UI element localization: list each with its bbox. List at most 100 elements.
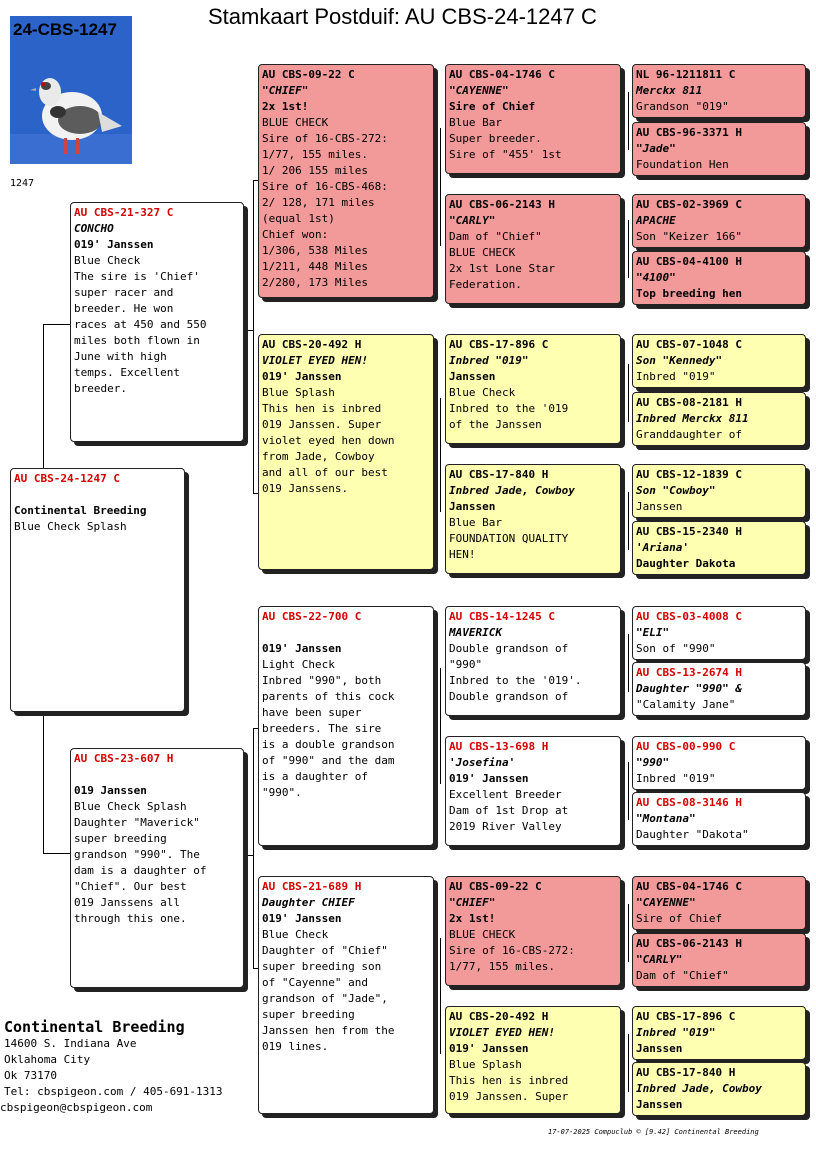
pedigree-card-subject[interactable]: AU CBS-24-1247 C Continental Breeding Bl… (10, 468, 185, 712)
ring-number: AU CBS-17-896 C (449, 338, 549, 351)
pedigree-card-g4-2[interactable]: AU CBS-96-3371 H "Jade" Foundation Hen (632, 122, 806, 176)
card-line: Sire of 16-CBS-272: (262, 132, 388, 145)
pedigree-card-g4-1[interactable]: NL 96-1211811 C Merckx 811 Grandson "019… (632, 64, 806, 118)
pedigree-card-g4-15[interactable]: AU CBS-17-896 C Inbred "019" Janssen (632, 1006, 806, 1060)
card-line: Super breeder. (449, 132, 542, 145)
card-line: Inbred "019" (636, 370, 716, 383)
pedigree-card-g4-9[interactable]: AU CBS-03-4008 C "ELI" Son of "990" (632, 606, 806, 660)
connector-line (628, 762, 629, 820)
pigeon-name: Inbred "019" (636, 1026, 716, 1039)
card-line: Daughter "Dakota" (636, 828, 749, 841)
card-line (14, 487, 181, 503)
card-line: BLUE CHECK (262, 116, 329, 129)
card-line: Janssen (636, 1098, 683, 1111)
card-line: Double grandson of (449, 690, 569, 703)
card-line: super breeding (262, 1008, 355, 1021)
pedigree-card-g4-16[interactable]: AU CBS-17-840 H Inbred Jade, Cowboy Jans… (632, 1062, 806, 1116)
card-line: Grandson "019" (636, 100, 729, 113)
pigeon-name: Son "Cowboy" (636, 484, 716, 497)
pedigree-card-g4-10[interactable]: AU CBS-13-2674 H Daughter "990" & "Calam… (632, 662, 806, 716)
pigeon-name: Inbred Jade, Cowboy (636, 1082, 762, 1095)
breeder-name: Continental Breeding (4, 1018, 185, 1036)
pedigree-card-dss[interactable]: AU CBS-14-1245 C MAVERICK Double grandso… (445, 606, 621, 716)
pedigree-card-g4-8[interactable]: AU CBS-15-2340 H 'Ariana' Daughter Dakot… (632, 521, 806, 575)
card-line: Blue Check Splash (14, 520, 127, 533)
pedigree-card-sdd[interactable]: AU CBS-17-840 H Inbred Jade, Cowboy Jans… (445, 464, 621, 574)
card-line: "Chief". Our best (74, 880, 187, 893)
pigeon-name: MAVERICK (449, 626, 502, 639)
card-line: Dam of "Chief" (636, 969, 729, 982)
breeder-info: Continental Breeding 14600 S. Indiana Av… (0, 1018, 223, 1116)
pedigree-card-ddd[interactable]: AU CBS-20-492 H VIOLET EYED HEN! 019' Ja… (445, 1006, 621, 1114)
card-line: super breeding son (262, 960, 382, 973)
card-line: Inbred "990", both (262, 674, 382, 687)
pedigree-card-dam-dam[interactable]: AU CBS-21-689 H Daughter CHIEF 019' Jans… (258, 876, 434, 1114)
pedigree-card-dam-sire[interactable]: AU CBS-22-700 C 019' Janssen Light Check… (258, 606, 434, 846)
pedigree-card-g4-12[interactable]: AU CBS-08-3146 H "Montana" Daughter "Dak… (632, 792, 806, 846)
pigeon-name: "CAYENNE" (449, 84, 509, 97)
ring-number: AU CBS-03-4008 C (636, 610, 742, 623)
pedigree-card-dsd[interactable]: AU CBS-13-698 H 'Josefina' 019' Janssen … (445, 736, 621, 846)
pedigree-card-sss[interactable]: AU CBS-04-1746 C "CAYENNE" Sire of Chief… (445, 64, 621, 174)
pedigree-card-dds[interactable]: AU CBS-09-22 C "CHIEF" 2x 1st! BLUE CHEC… (445, 876, 621, 986)
pedigree-card-g4-13[interactable]: AU CBS-04-1746 C "CAYENNE" Sire of Chief (632, 876, 806, 930)
card-line: 1/211, 448 Miles (262, 260, 368, 273)
card-line: 2/ 128, 171 miles (262, 196, 375, 209)
pedigree-card-sire[interactable]: AU CBS-21-327 C CONCHO 019' Janssen Blue… (70, 202, 244, 442)
pedigree-card-g4-4[interactable]: AU CBS-04-4100 H "4100" Top breeding hen (632, 251, 806, 305)
card-line: Inbred to the '019 (449, 402, 569, 415)
card-line: grandson of "Jade", (262, 992, 388, 1005)
ring-number: AU CBS-06-2143 H (449, 198, 555, 211)
pedigree-card-sds[interactable]: AU CBS-17-896 C Inbred "019" Janssen Blu… (445, 334, 621, 444)
card-line: Blue Check Splash (74, 800, 187, 813)
ring-number: AU CBS-12-1839 C (636, 468, 742, 481)
card-line: super racer and (74, 286, 174, 299)
pigeon-name: 'Josefina' (449, 756, 516, 769)
pigeon-name: "CAYENNE" (636, 896, 696, 909)
card-line: "990". (262, 786, 302, 799)
card-line: violet eyed hen down (262, 434, 395, 447)
card-line: Excellent Breeder (449, 788, 562, 801)
card-line: Son of "990" (636, 642, 716, 655)
card-line: 2/280, 173 Miles (262, 276, 368, 289)
card-line: 1/77, 155 miles. (449, 960, 555, 973)
pedigree-card-dam[interactable]: AU CBS-23-607 H 019 Janssen Blue Check S… (70, 748, 244, 988)
card-line: Blue Check (449, 386, 516, 399)
card-line: 019 Janssen. Super (449, 1090, 569, 1103)
ring-number: AU CBS-96-3371 H (636, 126, 742, 139)
pigeon-name: "CHIEF" (262, 84, 309, 97)
card-line: Sire of 16-CBS-468: (262, 180, 388, 193)
card-line: 2x 1st Lone Star (449, 262, 555, 275)
card-line: 1/306, 538 Miles (262, 244, 368, 257)
pedigree-card-g4-6[interactable]: AU CBS-08-2181 H Inbred Merckx 811 Grand… (632, 392, 806, 446)
card-line: This hen is inbred (262, 402, 382, 415)
card-line: have been super (262, 706, 362, 719)
pedigree-card-g4-11[interactable]: AU CBS-00-990 C "990" Inbred "019" (632, 736, 806, 790)
pedigree-card-g4-14[interactable]: AU CBS-06-2143 H "CARLY" Dam of "Chief" (632, 933, 806, 987)
pedigree-card-g4-5[interactable]: AU CBS-07-1048 C Son "Kennedy" Inbred "0… (632, 334, 806, 388)
breeder-email: cbspigeon@cbspigeon.com (0, 1101, 153, 1114)
ring-number: AU CBS-13-2674 H (636, 666, 742, 679)
connector-line (243, 855, 254, 856)
card-line: 2x 1st! (262, 100, 309, 113)
card-line: breeder. (74, 382, 127, 395)
ring-number: AU CBS-23-607 H (74, 752, 174, 765)
ring-number: AU CBS-06-2143 H (636, 937, 742, 950)
card-line: 019' Janssen (449, 772, 529, 785)
connector-line (253, 728, 259, 729)
card-line: "Calamity Jane" (636, 698, 736, 711)
card-line: Daughter of "Chief" (262, 944, 388, 957)
connector-line (43, 853, 71, 854)
card-line: grandson "990". The (74, 848, 200, 861)
card-line: 1/ 206 155 miles (262, 164, 368, 177)
pedigree-card-sire-dam[interactable]: AU CBS-20-492 H VIOLET EYED HEN! 019' Ja… (258, 334, 434, 570)
pedigree-card-sire-sire[interactable]: AU CBS-09-22 C "CHIEF" 2x 1st! BLUE CHEC… (258, 64, 434, 298)
connector-line (43, 324, 44, 468)
card-line: Chief won: (262, 228, 329, 241)
card-line: of the Janssen (449, 418, 542, 431)
pedigree-card-g4-7[interactable]: AU CBS-12-1839 C Son "Cowboy" Janssen (632, 464, 806, 518)
pedigree-card-ssd[interactable]: AU CBS-06-2143 H "CARLY" Dam of "Chief" … (445, 194, 621, 304)
pedigree-card-g4-3[interactable]: AU CBS-02-3969 C APACHE Son "Keizer 166" (632, 194, 806, 248)
card-line: breeders. The sire (262, 722, 382, 735)
card-line: Dam of "Chief" (449, 230, 542, 243)
